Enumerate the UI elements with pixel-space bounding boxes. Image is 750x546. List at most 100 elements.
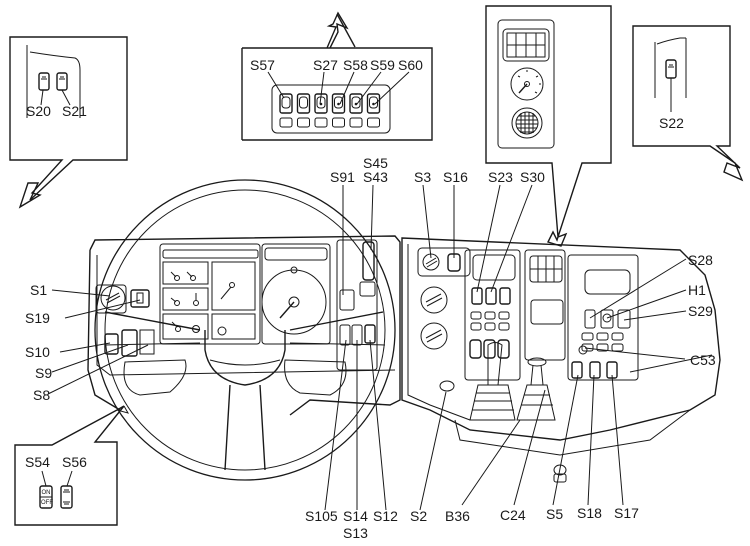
- rocker-switch[interactable]: [296, 93, 311, 114]
- label-s56: S56: [62, 454, 87, 470]
- switch-bank: [271, 84, 391, 134]
- label-s3: S3: [414, 169, 431, 185]
- label-s2: S2: [410, 508, 427, 524]
- s14-switch[interactable]: [339, 324, 351, 346]
- rocker-switch[interactable]: [497, 339, 510, 359]
- gear-lever: [487, 342, 503, 386]
- label-s54: S54: [25, 454, 50, 470]
- s23-switch[interactable]: [471, 287, 483, 305]
- leader-s21: [61, 89, 71, 106]
- range-lever-knob: [527, 357, 547, 367]
- label-c53: C53: [690, 352, 716, 368]
- s22-switch[interactable]: [665, 59, 677, 79]
- button[interactable]: [611, 343, 624, 352]
- speedometer-needle: [279, 301, 295, 319]
- label-h1: H1: [688, 282, 706, 298]
- speedometer: [261, 269, 327, 335]
- callout-top-left: S20 S21: [9, 36, 128, 209]
- button[interactable]: [470, 322, 482, 331]
- label-s30: S30: [520, 169, 545, 185]
- label-s105: S105: [305, 508, 338, 524]
- mini-gauges: [170, 271, 235, 336]
- rocker-switch[interactable]: [279, 93, 293, 114]
- dashboard: [87, 179, 721, 483]
- gauge-box-3: [162, 313, 209, 340]
- label-s21: S21: [62, 103, 87, 119]
- cluster-right: [261, 243, 331, 345]
- center-display: [530, 299, 564, 325]
- callout-frame: [14, 405, 125, 526]
- s2-button[interactable]: [439, 380, 455, 392]
- s43-s45-stalk[interactable]: [362, 241, 375, 281]
- button[interactable]: [596, 343, 609, 352]
- label-s23: S23: [488, 169, 513, 185]
- s91-switch[interactable]: [339, 289, 355, 311]
- label-s60: S60: [398, 57, 423, 73]
- label-s20: S20: [26, 103, 51, 119]
- s1-ignition[interactable]: [100, 285, 126, 311]
- label-s12: S12: [373, 508, 398, 524]
- button[interactable]: [484, 311, 496, 320]
- indicator-dot: [372, 102, 375, 106]
- callout-frame: [242, 11, 433, 141]
- label-s91: S91: [330, 169, 355, 185]
- label-s43: S43: [363, 169, 388, 185]
- s56-switch[interactable]: [60, 485, 73, 509]
- label-s57: S57: [250, 57, 275, 73]
- switch[interactable]: [499, 287, 511, 305]
- callout-bottom-left: ON OFF S54 S56: [14, 405, 130, 526]
- right-button-grid: [581, 332, 624, 352]
- vent-knob-1: [420, 286, 448, 314]
- speaker-grille: [515, 111, 539, 135]
- s8-switch[interactable]: [139, 329, 155, 355]
- button-grid: [469, 311, 510, 359]
- s9-switch[interactable]: [121, 329, 138, 357]
- callout-frame: [632, 25, 744, 182]
- button[interactable]: [581, 332, 594, 341]
- rocker-face: [369, 96, 378, 109]
- label-s10: S10: [25, 344, 50, 360]
- s21-switch[interactable]: [56, 72, 68, 91]
- gauge-box-1: [162, 261, 209, 285]
- aux-panel: [497, 19, 555, 149]
- button[interactable]: [596, 332, 609, 341]
- switch-slot: [279, 117, 293, 128]
- labels-right: S28 H1 S29 C53: [688, 252, 716, 368]
- gauge-box-4: [211, 261, 256, 311]
- s5-switch[interactable]: [571, 361, 583, 379]
- steering-hub: [204, 330, 286, 386]
- button[interactable]: [498, 322, 510, 331]
- labels-bottom: S105 S14 S13 S12 S2 B36 C24 S5 S18 S17: [305, 505, 639, 541]
- button[interactable]: [581, 343, 594, 352]
- rocker-face: [281, 96, 291, 109]
- callout-top-center: S57 S27 S58 S59 S60: [241, 11, 433, 141]
- vent-grille-frame: [502, 28, 550, 62]
- rocker-face: [299, 96, 308, 109]
- gauge-box-2: [162, 287, 209, 311]
- button[interactable]: [498, 311, 510, 320]
- s19-switch[interactable]: [130, 289, 150, 308]
- label-b36: B36: [445, 508, 470, 524]
- callout-right: S22: [632, 25, 744, 182]
- wheel-spokes: [104, 311, 384, 331]
- s20-switch[interactable]: [38, 72, 50, 91]
- rocker-switch[interactable]: [483, 339, 496, 359]
- callout-frame: [485, 5, 612, 247]
- s30-switch[interactable]: [485, 287, 497, 305]
- rocker-face: [334, 96, 343, 109]
- steering-wheel-rim: [94, 179, 396, 481]
- s28-switch[interactable]: [584, 309, 596, 329]
- label-s45: S45: [363, 155, 388, 171]
- label-s9: S9: [35, 365, 52, 381]
- rocker-switch[interactable]: [469, 339, 482, 359]
- label-s16: S16: [443, 169, 468, 185]
- label-s5: S5: [546, 506, 563, 522]
- button[interactable]: [611, 332, 624, 341]
- button[interactable]: [484, 322, 496, 331]
- panel-outline: [26, 45, 81, 118]
- s18-switch[interactable]: [589, 361, 601, 379]
- rocker-face: [351, 96, 361, 109]
- gauge-needle: [518, 83, 528, 94]
- button[interactable]: [470, 311, 482, 320]
